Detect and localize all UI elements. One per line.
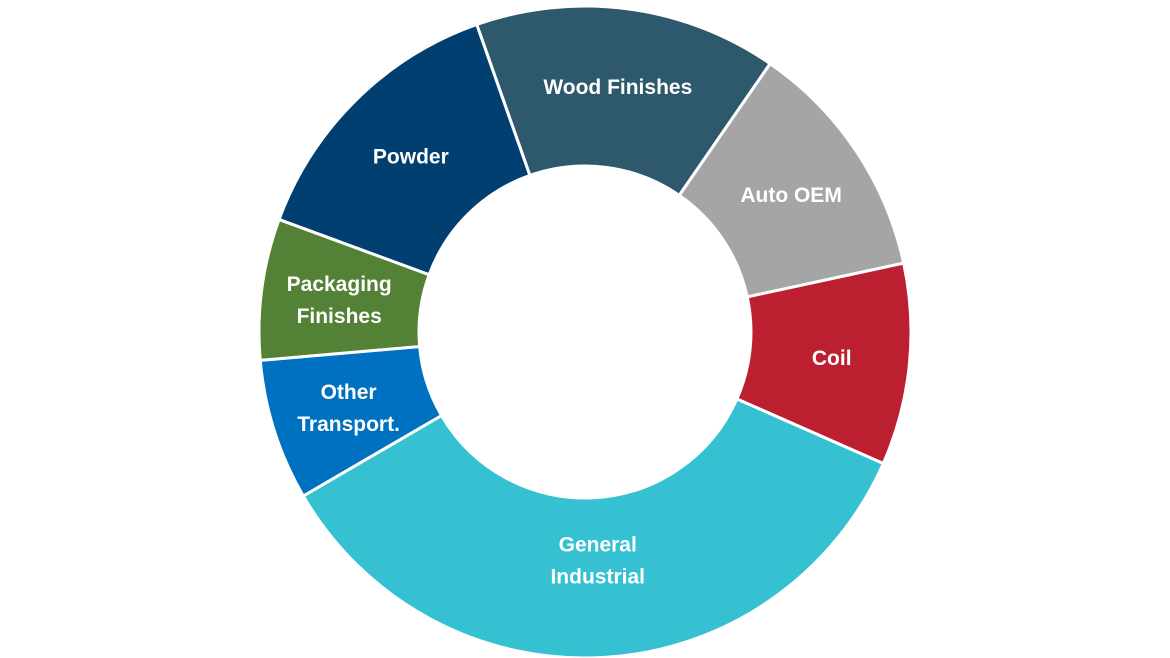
slice-label-line: Coil bbox=[812, 347, 852, 370]
slice-label-line: General bbox=[559, 534, 637, 557]
slice-general-industrial bbox=[301, 397, 886, 658]
slice-label-line: Auto OEM bbox=[740, 184, 841, 207]
slice-label-line: Wood Finishes bbox=[543, 76, 692, 99]
slice-powder bbox=[277, 22, 532, 277]
slice-label: Wood Finishes bbox=[543, 76, 692, 99]
slice-auto-oem bbox=[677, 61, 906, 299]
slice-label-line: Transport. bbox=[297, 413, 400, 436]
slice-label-line: Industrial bbox=[550, 566, 645, 589]
slice-label: Auto OEM bbox=[740, 184, 841, 207]
slice-label-line: Other bbox=[321, 381, 377, 404]
slice-label-line: Finishes bbox=[297, 305, 382, 328]
slice-label-line: Packaging bbox=[287, 273, 392, 296]
slice-wood-finishes bbox=[474, 4, 773, 198]
slice-label: Coil bbox=[812, 347, 852, 370]
slice-label-line: Powder bbox=[373, 145, 449, 168]
slice-label: Powder bbox=[373, 145, 449, 168]
